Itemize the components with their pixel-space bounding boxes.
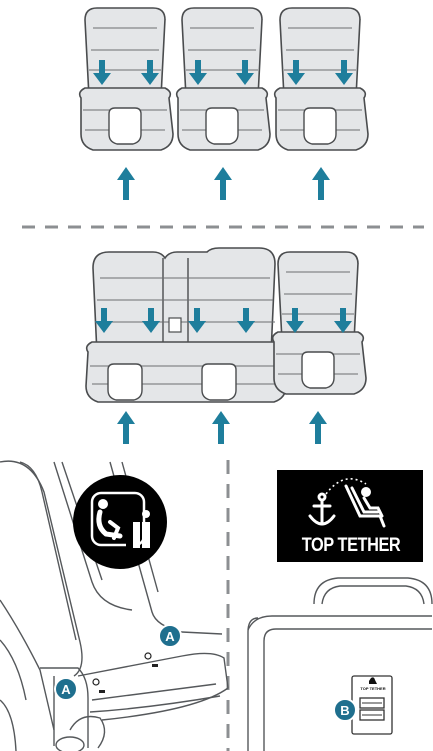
anchor-arrow-up [214,167,232,200]
row-one-seats [80,8,368,150]
seat-left [80,8,173,150]
callout-a-upper-letter: A [165,629,175,644]
seat-single [273,252,366,394]
anchor-arrow-up [117,167,135,200]
seat-back-rear-view [248,578,432,751]
callout-a-lower-letter: A [61,682,71,697]
anchor-arrow-up [212,411,230,444]
anchor-arrow-up [312,167,330,200]
callout-a-lower: A [55,678,77,700]
anchor-arrow-up [117,411,135,444]
seat-centre [177,8,270,150]
callout-b-letter: B [340,703,349,718]
tether-plate [352,676,392,734]
isofix-icon [73,475,167,569]
centre-buckle [169,318,181,332]
isofix-anchors [93,653,158,693]
row-two-seats [86,248,366,402]
callout-a-upper: A [159,625,181,647]
top-tether-label: TOP TETHER [287,535,416,557]
anchor-arrow-up [309,411,327,444]
callout-b: B [334,699,356,721]
tether-plate-label: TOP TETHER [360,686,386,691]
bench-backrest [93,248,275,354]
seat-right [275,8,368,150]
